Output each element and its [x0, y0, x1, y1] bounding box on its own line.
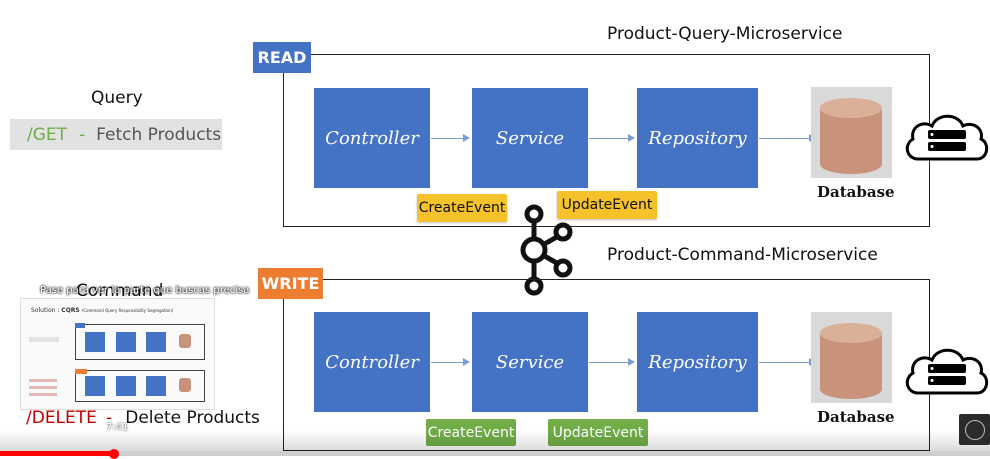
read-arrow-repository-database	[759, 134, 816, 142]
write-cloud-server-icon	[905, 348, 989, 395]
channel-logo-icon	[964, 419, 985, 440]
get-description: Fetch Products	[96, 124, 222, 145]
read-cloud-server-icon	[905, 114, 989, 161]
write-controller-box: Controller	[314, 312, 430, 412]
write-arrow-repository-database	[759, 358, 816, 366]
write-service-box: Service	[472, 312, 588, 412]
write-update-event: UpdateEvent	[548, 419, 648, 446]
write-create-event: CreateEvent	[426, 419, 516, 446]
thumbnail-controller-box	[85, 332, 105, 352]
thumbnail-solution-label: Solution :	[31, 307, 60, 314]
get-separator: -	[79, 124, 86, 145]
thumbnail-delete-line	[29, 393, 57, 396]
thumbnail-get-line	[29, 337, 59, 342]
command-label: Command	[76, 281, 164, 301]
write-repository-box: Repository	[637, 312, 758, 412]
thumbnail-solution-rest: (Command Query Responsibility Segregatio…	[81, 308, 174, 313]
read-arrow-controller-service	[431, 134, 470, 142]
thumbnail-repository-box-2	[146, 376, 166, 396]
thumbnail-read-tag	[75, 323, 85, 328]
delete-endpoint: /DELETE - Delete Products	[26, 408, 260, 428]
channel-watermark[interactable]	[959, 414, 990, 445]
write-arrow-service-repository	[589, 358, 635, 366]
write-arrow-controller-service	[431, 358, 470, 366]
delete-method: /DELETE	[26, 408, 97, 428]
thumbnail-title: Solution : CQRS (Command Query Responsib…	[31, 307, 173, 314]
thumbnail-put-line	[29, 386, 57, 389]
read-create-event: CreateEvent	[417, 194, 507, 222]
thumbnail-read-frame	[75, 324, 205, 360]
kafka-icon	[520, 204, 573, 296]
read-arrow-service-repository	[589, 134, 635, 142]
delete-description: Delete Products	[125, 408, 260, 428]
thumbnail-controller-box-2	[85, 376, 105, 396]
video-preview-thumbnail: Solution : CQRS (Command Query Responsib…	[20, 298, 215, 410]
read-repository-box: Repository	[637, 88, 758, 188]
preview-caption: Pase para ver la parte que buscas precis…	[40, 285, 250, 296]
get-method: /GET	[27, 124, 68, 145]
thumbnail-write-tag	[75, 369, 87, 374]
thumbnail-service-box	[116, 332, 136, 352]
read-controller-box: Controller	[314, 88, 430, 188]
thumbnail-solution-bold: CQRS	[61, 307, 80, 314]
video-progress-fill	[0, 451, 114, 456]
query-label: Query	[91, 88, 143, 108]
write-database-icon	[820, 323, 882, 399]
read-database-label: Database	[817, 183, 895, 201]
thumbnail-repository-box	[146, 332, 166, 352]
write-service-title: Product-Command-Microservice	[607, 245, 878, 265]
read-update-event: UpdateEvent	[557, 191, 657, 219]
thumbnail-service-box-2	[116, 376, 136, 396]
write-tag: WRITE	[258, 268, 323, 299]
read-service-box: Service	[472, 88, 588, 188]
thumbnail-write-frame	[75, 370, 205, 402]
video-progress-scrubber[interactable]	[108, 449, 119, 459]
delete-separator: -	[106, 408, 113, 428]
write-database-label: Database	[817, 408, 895, 426]
video-progress-track[interactable]	[0, 451, 990, 456]
thumbnail-database-2	[179, 378, 191, 392]
get-endpoint: /GET - Fetch Products	[10, 119, 222, 150]
thumbnail-database	[179, 334, 191, 348]
preview-timestamp: 7:41	[106, 422, 129, 433]
read-database-icon	[820, 98, 882, 174]
read-service-title: Product-Query-Microservice	[607, 24, 843, 44]
read-tag: READ	[253, 42, 311, 73]
thumbnail-post-line	[29, 379, 57, 382]
